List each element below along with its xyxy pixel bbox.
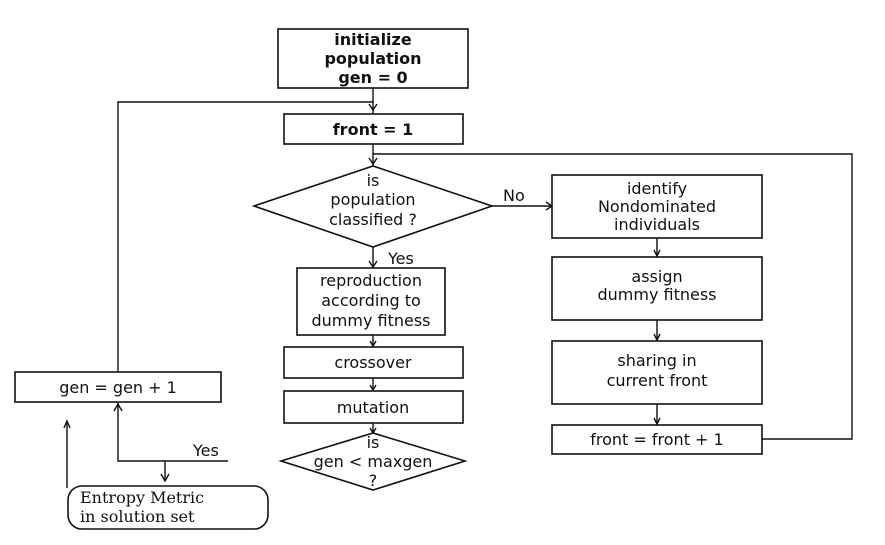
node-front-init: front = 1 <box>283 113 464 145</box>
edge-yes-maxgen <box>117 403 228 462</box>
node-sharing: sharing in current front <box>551 340 763 405</box>
node-classified-decision: is population classified ? <box>251 165 495 248</box>
edge-front-inc-loop <box>373 153 853 440</box>
edge-gen-inc-loop <box>117 101 373 372</box>
node-reproduction: reproduction according to dummy fitness <box>296 267 446 336</box>
init-line-1: initialize <box>334 30 412 49</box>
node-maxgen-decision: is gen < maxgen ? <box>278 432 468 491</box>
maxgen-line-3: ? <box>369 471 378 490</box>
label-no: No <box>503 186 525 205</box>
assign-line-1: assign <box>631 267 682 286</box>
identify-line-2: Nondominated <box>598 197 716 216</box>
crossover-label: crossover <box>334 353 412 372</box>
entropy-line-1: Entropy Metric <box>80 488 204 507</box>
assign-line-2: dummy fitness <box>597 285 716 304</box>
node-assign-fitness: assign dummy fitness <box>551 256 763 321</box>
sharing-line-2: current front <box>607 371 708 390</box>
gen-inc-label: gen = gen + 1 <box>59 378 177 397</box>
maxgen-line-2: gen < maxgen <box>314 452 433 471</box>
node-entropy-metric: Entropy Metric in solution set <box>67 485 269 530</box>
front-init-label: front = 1 <box>333 120 414 139</box>
maxgen-line-1: is <box>367 433 380 452</box>
node-initialize-population: initialize population gen = 0 <box>277 28 469 89</box>
node-gen-increment: gen = gen + 1 <box>14 371 222 403</box>
classified-line-2: population <box>330 190 415 209</box>
label-yes-maxgen: Yes <box>192 441 219 460</box>
reproduction-line-1: reproduction <box>320 271 422 290</box>
label-yes-classified: Yes <box>387 249 414 268</box>
node-mutation: mutation <box>283 390 464 424</box>
reproduction-line-3: dummy fitness <box>311 311 430 330</box>
classified-line-3: classified ? <box>329 210 417 229</box>
mutation-label: mutation <box>337 398 409 417</box>
entropy-line-2: in solution set <box>80 507 195 526</box>
classified-line-1: is <box>367 171 380 190</box>
node-identify-nondominated: identify Nondominated individuals <box>551 174 763 239</box>
init-line-3: gen = 0 <box>338 68 407 87</box>
sharing-line-1: sharing in <box>617 351 696 370</box>
identify-line-3: individuals <box>614 215 700 234</box>
identify-line-1: identify <box>627 179 687 198</box>
node-front-increment: front = front + 1 <box>551 424 763 455</box>
init-line-2: population <box>324 49 421 68</box>
front-inc-label: front = front + 1 <box>590 430 723 449</box>
node-crossover: crossover <box>283 346 464 379</box>
reproduction-line-2: according to <box>321 291 421 310</box>
